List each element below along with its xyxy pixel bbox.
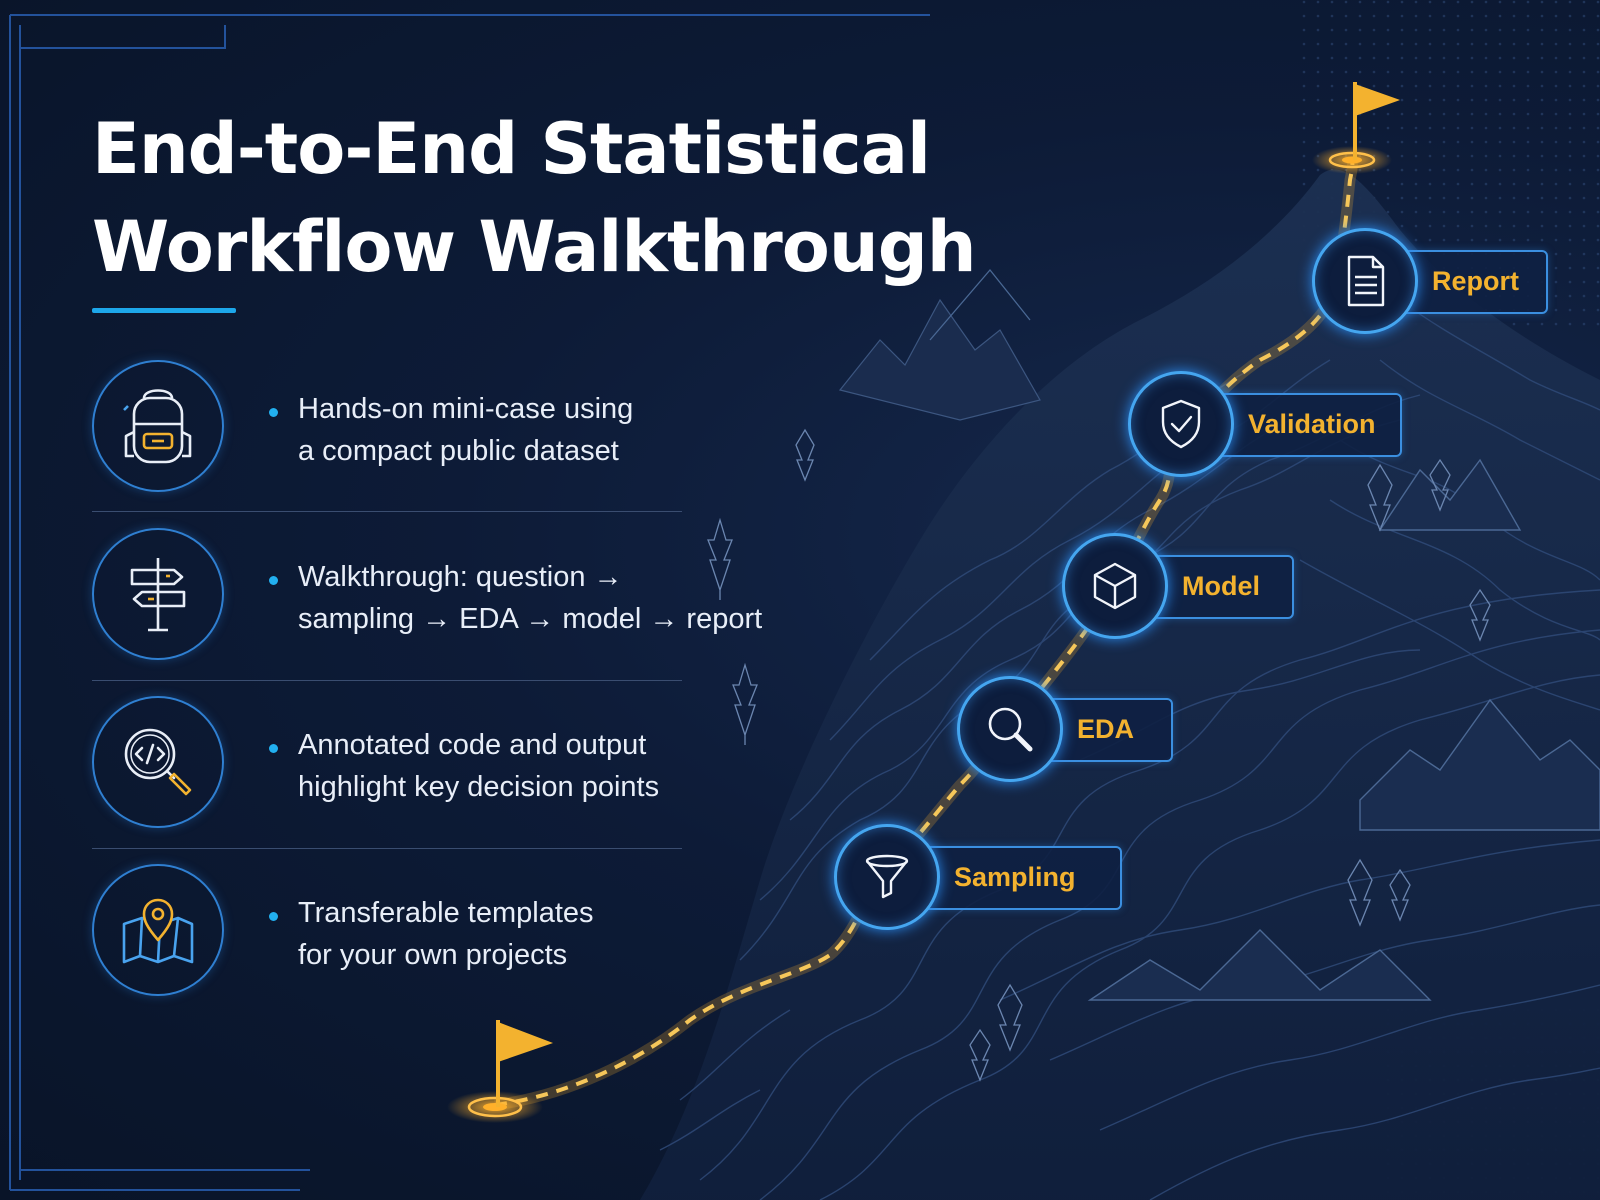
bullet-dot xyxy=(269,408,278,417)
feature-line: Walkthrough: question → xyxy=(298,561,623,593)
main-mountain xyxy=(640,169,1600,1200)
frame-lines xyxy=(9,14,930,1191)
trees xyxy=(707,428,1491,1082)
divider xyxy=(92,511,682,512)
contour-lines xyxy=(659,299,1600,1200)
stage-label: Report xyxy=(1432,266,1519,296)
feature-line: highlight key decision points xyxy=(298,771,660,803)
feature-line: for your own projects xyxy=(298,939,568,971)
stage-label-box: Validation xyxy=(1206,393,1402,457)
stage-label-box: Sampling xyxy=(912,846,1122,910)
title-line-2: Workflow Walkthrough xyxy=(92,206,977,288)
stage-label: Sampling xyxy=(954,862,1076,892)
feature-text: Annotated code and output highlight key … xyxy=(298,724,738,808)
funnel-icon xyxy=(834,824,940,930)
feature-item: Transferable templates for your own proj… xyxy=(92,864,682,1004)
document-icon xyxy=(1312,228,1418,334)
bullet-dot xyxy=(269,576,278,585)
signpost-icon xyxy=(92,528,224,660)
stage-label: EDA xyxy=(1077,714,1135,744)
start-flag-icon xyxy=(447,1020,553,1123)
divider xyxy=(92,680,682,681)
feature-item: Walkthrough: question → sampling → EDA →… xyxy=(92,528,762,668)
bullet-dot xyxy=(269,744,278,753)
feature-text: Transferable templates for your own proj… xyxy=(298,892,738,976)
title-line-1: End-to-End Statistical xyxy=(92,108,931,190)
cube-icon xyxy=(1062,533,1168,639)
feature-line: Hands-on mini-case using xyxy=(298,393,634,425)
mountain-range xyxy=(1087,458,1600,1001)
feature-line: Transferable templates xyxy=(298,897,594,929)
feature-item: Hands-on mini-case using a compact publi… xyxy=(92,360,682,500)
summit-flag-icon xyxy=(1312,82,1400,174)
page-title: End-to-End Statistical Workflow Walkthro… xyxy=(92,100,977,296)
stage-label: Validation xyxy=(1248,409,1376,439)
shield-check-icon xyxy=(1128,371,1234,477)
code-magnifier-icon xyxy=(92,696,224,828)
feature-line: a compact public dataset xyxy=(298,435,619,467)
title-underline xyxy=(92,308,236,313)
feature-line: sampling → EDA → model → report xyxy=(298,603,763,635)
magnifier-icon xyxy=(957,676,1063,782)
feature-line: Annotated code and output xyxy=(298,729,647,761)
map-pin-icon xyxy=(92,864,224,996)
feature-text: Walkthrough: question → sampling → EDA →… xyxy=(298,556,763,640)
feature-text: Hands-on mini-case using a compact publi… xyxy=(298,388,738,472)
backpack-icon xyxy=(92,360,224,492)
bullet-dot xyxy=(269,912,278,921)
feature-item: Annotated code and output highlight key … xyxy=(92,696,682,836)
stage-label: Model xyxy=(1182,571,1260,601)
divider xyxy=(92,848,682,849)
